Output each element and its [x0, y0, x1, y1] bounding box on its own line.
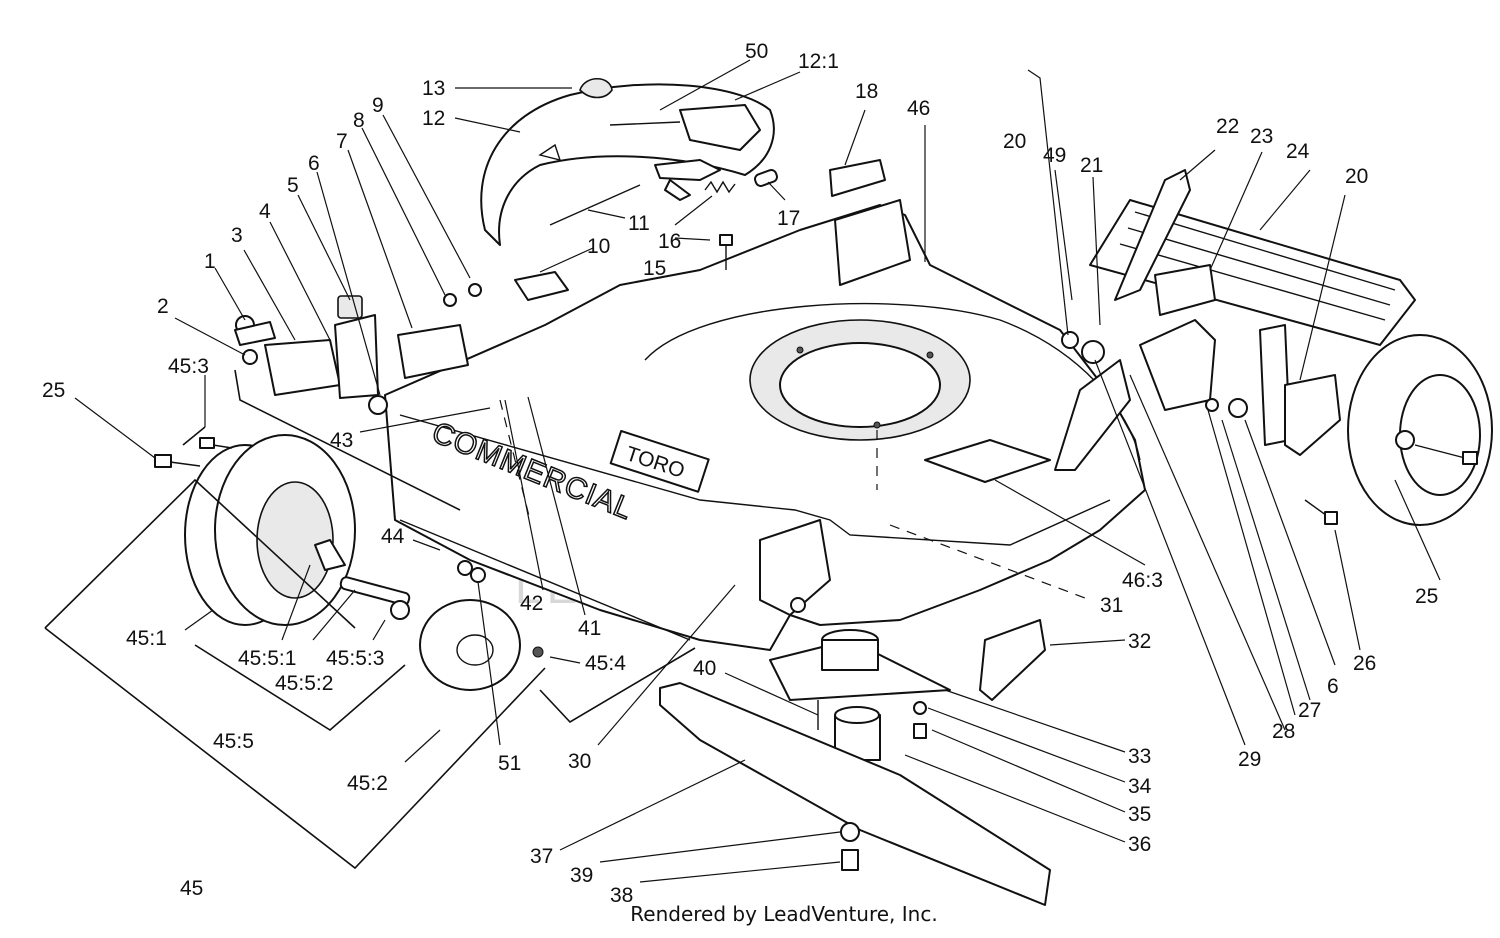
rear-flap — [1054, 359, 1131, 471]
label-18: 18 — [855, 80, 878, 103]
label-43: 43 — [330, 429, 353, 452]
label-8: 8 — [353, 109, 365, 132]
label-12-1: 12:1 — [798, 50, 839, 73]
hinge-rod-11 — [549, 184, 641, 226]
assembly-brackets — [44, 369, 1086, 870]
label-50: 50 — [745, 40, 768, 63]
label-16: 16 — [658, 230, 681, 253]
part-numbers: 13 50 12:1 12 18 46 9 8 7 6 5 4 3 1 2 45… — [42, 40, 1438, 907]
rear-cover-12 — [480, 77, 775, 246]
label-31: 31 — [1100, 594, 1123, 617]
label-49: 49 — [1043, 144, 1066, 167]
label-5: 5 — [287, 174, 299, 197]
label-46: 46 — [907, 97, 930, 120]
label-27: 27 — [1298, 699, 1321, 722]
label-45-3: 45:3 — [168, 355, 209, 378]
bolt-15 — [719, 234, 733, 270]
bracket-32 — [979, 619, 1046, 701]
label-30: 30 — [568, 750, 591, 773]
label-44: 44 — [381, 525, 405, 548]
deck-brand-plate: TORO — [609, 429, 710, 493]
label-24: 24 — [1286, 140, 1310, 163]
label-6: 6 — [308, 152, 320, 175]
label-10: 10 — [587, 235, 610, 258]
label-2: 2 — [157, 295, 169, 318]
label-35: 35 — [1128, 803, 1151, 826]
bolt-38 — [841, 849, 859, 871]
label-38: 38 — [610, 884, 633, 907]
label-33: 33 — [1128, 745, 1151, 768]
label-46-3: 46:3 — [1122, 569, 1163, 592]
label-12: 12 — [422, 107, 445, 130]
label-7: 7 — [336, 130, 348, 153]
label-9: 9 — [372, 94, 384, 117]
hubcap-45-2 — [419, 599, 544, 691]
label-41: 41 — [578, 617, 601, 640]
mower-deck-46: COMMERCIAL TORO — [384, 199, 1146, 651]
handle-22 — [1114, 169, 1191, 301]
label-45-1: 45:1 — [126, 627, 167, 650]
label-29: 29 — [1238, 748, 1261, 771]
label-51: 51 — [498, 752, 521, 775]
rear-wheel-45 — [184, 434, 411, 626]
washer-34 — [913, 701, 927, 715]
label-45-5-2: 45:5:2 — [275, 672, 333, 695]
label-42: 42 — [520, 592, 543, 615]
bracket-23 — [1154, 264, 1216, 316]
label-45-2: 45:2 — [347, 772, 388, 795]
label-4: 4 — [259, 200, 271, 223]
label-32: 32 — [1128, 630, 1151, 653]
bolt-26 — [1304, 499, 1338, 525]
render-credit: Rendered by LeadVenture, Inc. — [630, 902, 938, 926]
bolt-25-right — [1414, 444, 1478, 465]
label-37: 37 — [530, 845, 553, 868]
label-45-5-1: 45:5:1 — [238, 647, 296, 670]
label-45: 45 — [180, 877, 203, 900]
leader-lines — [74, 59, 1441, 883]
blade-adapter-33 — [769, 629, 951, 701]
washer-39 — [840, 822, 860, 842]
label-20-right: 20 — [1345, 165, 1368, 188]
label-3: 3 — [231, 224, 243, 247]
bolt-45-3 — [199, 437, 233, 449]
label-23: 23 — [1250, 125, 1273, 148]
label-6-right: 6 — [1327, 675, 1339, 698]
label-20-left: 20 — [1003, 130, 1026, 153]
label-11: 11 — [628, 212, 650, 235]
label-17: 17 — [777, 207, 800, 230]
label-45-5-3: 45:5:3 — [326, 647, 384, 670]
label-40: 40 — [693, 657, 716, 680]
height-adjuster-left — [234, 283, 482, 415]
label-15: 15 — [643, 257, 666, 280]
clip-10 — [514, 271, 569, 301]
height-adjuster-right — [1061, 319, 1341, 456]
rear-wheel-right — [1347, 334, 1493, 526]
label-26: 26 — [1353, 652, 1376, 675]
bolt-35 — [913, 723, 927, 739]
label-36: 36 — [1128, 833, 1151, 856]
pin-17 — [754, 169, 778, 187]
label-28: 28 — [1272, 720, 1295, 743]
label-13: 13 — [422, 77, 445, 100]
clip-18 — [829, 159, 886, 197]
bolt-25-left — [154, 454, 201, 468]
label-34: 34 — [1128, 775, 1152, 798]
mower-blade-37 — [659, 682, 1051, 906]
label-22: 22 — [1216, 115, 1239, 138]
nut-44 — [457, 560, 473, 576]
label-25-right: 25 — [1415, 585, 1438, 608]
label-1: 1 — [204, 250, 216, 273]
label-25-left: 25 — [42, 379, 65, 402]
washer-51 — [470, 567, 486, 583]
label-45-4: 45:4 — [585, 652, 626, 675]
label-21: 21 — [1080, 154, 1103, 177]
label-39: 39 — [570, 864, 593, 887]
spring-16 — [704, 180, 736, 194]
label-45-5: 45:5 — [213, 730, 254, 753]
